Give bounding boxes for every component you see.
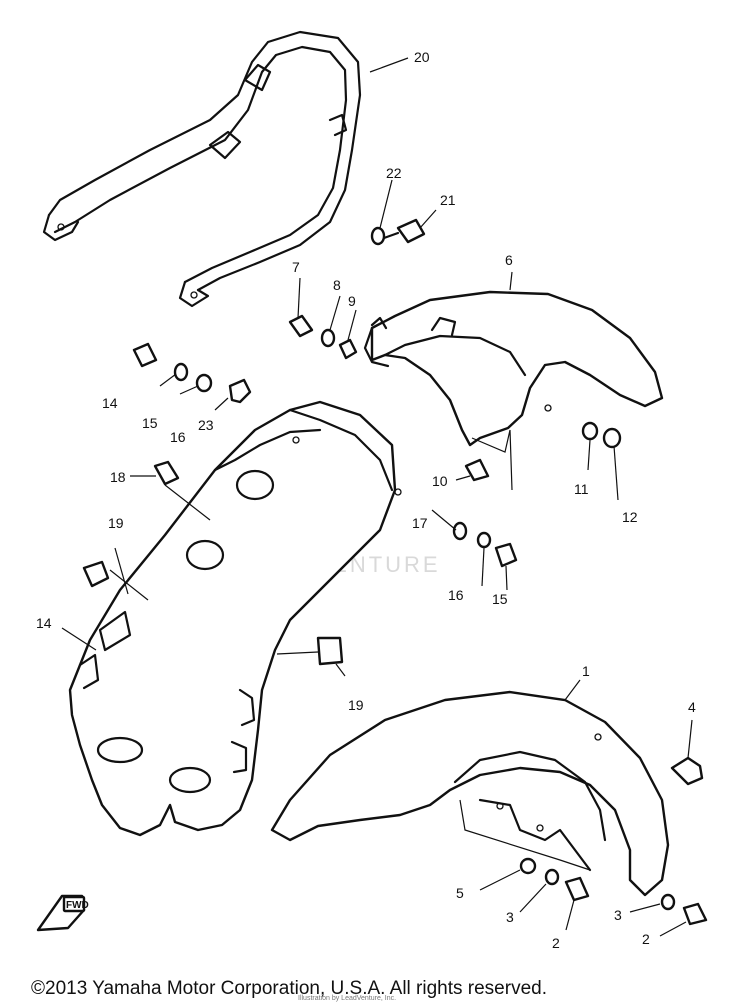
callout-18: 19	[108, 515, 124, 531]
fwd-indicator: FWD	[36, 894, 89, 932]
callout-17: 18	[110, 469, 126, 485]
callout-4: 4	[688, 699, 696, 715]
callout-5: 5	[456, 885, 464, 901]
grab-bar-part	[42, 30, 362, 308]
callout-10: 10	[432, 473, 448, 489]
callout-2-left: 2	[552, 935, 560, 951]
callout-9: 9	[348, 293, 356, 309]
callout-13: 14	[36, 615, 52, 631]
front-fender-part	[270, 690, 670, 897]
callout-22: 22	[386, 165, 402, 181]
callout-7: 7	[292, 259, 300, 275]
callout-15-left: 15	[142, 415, 158, 431]
callout-14-right: 15	[492, 591, 508, 607]
illustration-credit: Illustration by LeadVenture, Inc.	[298, 995, 396, 1002]
hardware-parts	[82, 218, 708, 926]
callout-19: 19	[348, 697, 364, 713]
callout-11: 11	[574, 481, 589, 497]
callout-21: 21	[440, 192, 456, 208]
fwd-label: FWD	[66, 900, 89, 911]
callout-6: 6	[505, 252, 513, 268]
callout-14-left: 14	[102, 395, 118, 411]
callout-16-right: 17	[412, 515, 428, 531]
callout-labels: 20 22 21 6 7 8 9 14 15 16 23 18 19 14 19…	[36, 49, 696, 951]
callout-20: 20	[414, 49, 430, 65]
callout-3-left: 3	[506, 909, 514, 925]
callout-15-right: 16	[448, 587, 464, 603]
rear-fender-part	[68, 400, 402, 837]
leader-lines	[61, 57, 693, 937]
callout-8: 8	[333, 277, 341, 293]
callout-3-right: 3	[614, 907, 622, 923]
callout-2-right: 2	[642, 931, 650, 947]
callout-1: 1	[582, 663, 590, 679]
callout-16-left: 16	[170, 429, 186, 445]
callout-12: 12	[622, 509, 638, 525]
callout-23: 23	[198, 417, 214, 433]
upper-fender-part	[363, 290, 664, 491]
copyright-text: ©2013 Yamaha Motor Corporation, U.S.A. A…	[31, 978, 547, 999]
